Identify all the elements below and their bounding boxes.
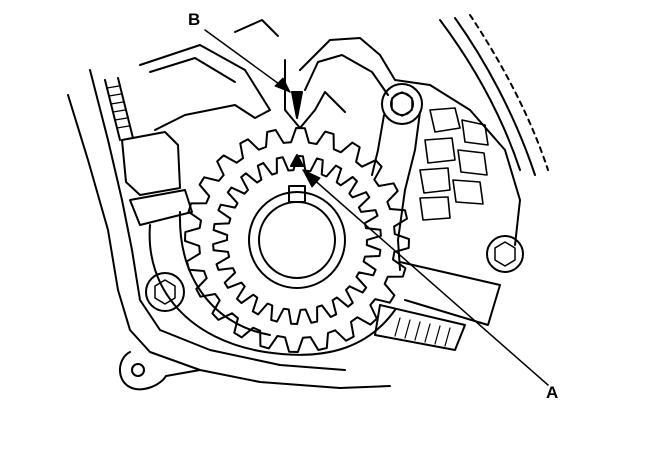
upper-cover [139, 44, 271, 131]
sensor-connector [121, 131, 181, 196]
mounting-boss [119, 351, 201, 391]
right-dashed-edge [469, 14, 549, 171]
callout-label-a: A [546, 383, 559, 402]
right-housing [299, 37, 521, 246]
sprocket-hub-inner [258, 201, 336, 279]
mounting-hole [131, 363, 145, 377]
timing-mark-triangle-a [290, 154, 304, 167]
leader-line-b [204, 29, 291, 93]
connector-clip [129, 189, 193, 226]
pump-housing [148, 224, 396, 356]
sprocket-hub-outer [248, 191, 346, 289]
bolt-left [145, 272, 185, 312]
wiring-harness [104, 77, 134, 141]
timing-mark-pointer-b [291, 91, 303, 119]
bracket-arm [371, 111, 421, 271]
leader-line-a [302, 169, 549, 386]
callout-label-b: B [188, 10, 201, 29]
upper-cover-edge [149, 57, 236, 83]
cover-notch [284, 59, 346, 129]
right-edge-contour [439, 17, 536, 176]
outer-timing-gear [184, 127, 410, 353]
leader-arrow-b [274, 77, 291, 93]
upper-tab [234, 19, 279, 37]
harness-ribs [106, 85, 130, 129]
right-housing-inner [304, 54, 389, 96]
crankshaft-sprocket [212, 155, 382, 325]
engine-block-inner-outline [89, 69, 346, 371]
lower-bracket-plate [374, 304, 466, 351]
keyway-slot [288, 185, 306, 203]
bolt-right [486, 235, 524, 273]
bolt-upper-right [381, 83, 423, 125]
lower-bracket-ribs [394, 317, 451, 347]
lower-bracket [399, 261, 501, 326]
engine-block-outline [67, 94, 391, 389]
leader-arrow-a [302, 169, 321, 188]
ribbed-casting [419, 107, 489, 221]
